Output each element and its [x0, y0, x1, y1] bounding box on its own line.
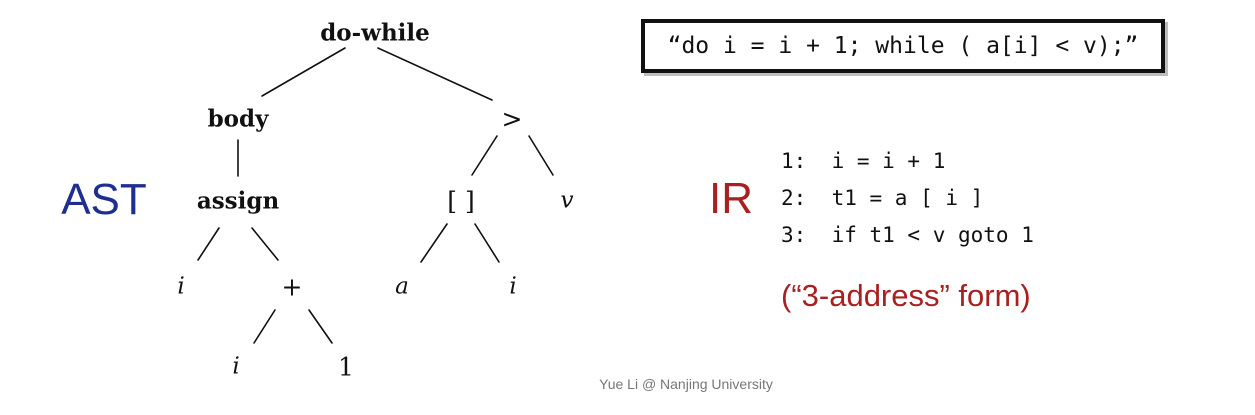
edge-root-body [261, 47, 346, 97]
ast-node-plus: + [281, 272, 303, 302]
ast-node-one: 1 [338, 352, 354, 382]
ast-node-a: a [395, 273, 409, 300]
ast-node-greater-than: > [501, 104, 523, 134]
ast-node-v: v [560, 187, 574, 214]
edge-index-i [474, 223, 500, 263]
edge-gt-v [528, 135, 554, 176]
source-code-box: “do i = i + 1; while ( a[i] < v);” [641, 19, 1165, 73]
edge-assign-plus [251, 227, 279, 261]
edge-root-gt [377, 47, 493, 101]
three-address-note: (“3-address” form) [781, 278, 1031, 313]
ast-node-assign: assign [196, 187, 280, 215]
ir-line-3: 3: if t1 < v goto 1 [781, 223, 1034, 247]
ir-line-2: 2: t1 = a [ i ] [781, 186, 984, 210]
ast-node-i-lhs: i [177, 273, 185, 300]
edge-gt-index [471, 135, 498, 176]
edge-plus-one [308, 309, 333, 344]
footer-credit: Yue Li @ Nanjing University [599, 376, 773, 392]
ir-line-1: 1: i = i + 1 [781, 149, 946, 173]
ast-node-do-while: do-while [320, 19, 430, 47]
ast-node-body: body [207, 105, 269, 133]
ast-label: AST [61, 175, 147, 224]
ir-code-list: 1: i = i + 1 2: t1 = a [ i ] 3: if t1 < … [781, 146, 1034, 257]
ast-node-i-plus: i [232, 353, 240, 380]
edge-assign-i [197, 227, 220, 261]
ast-node-index: [ ] [447, 186, 475, 216]
edge-plus-i [253, 309, 276, 344]
ast-node-i-index: i [509, 273, 517, 300]
ir-label: IR [709, 174, 753, 223]
edge-index-a [420, 223, 448, 263]
